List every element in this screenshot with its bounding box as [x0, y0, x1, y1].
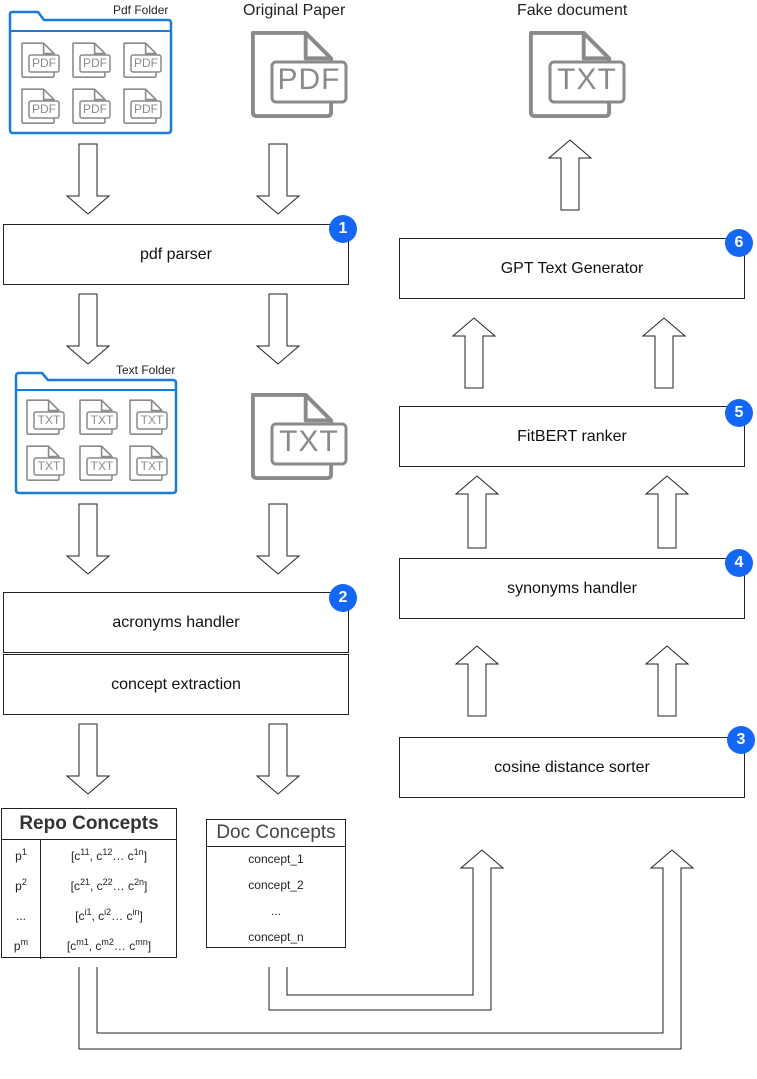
repo-concepts-divider: [40, 839, 41, 959]
text-paper-txt-icon: [253, 395, 348, 478]
text-folder-files: [26, 399, 168, 481]
fitbert-ranker-label: FitBERT ranker: [517, 427, 627, 445]
mini-file-label: TXT: [140, 459, 164, 473]
mini-file-label: PDF: [32, 56, 56, 70]
original-paper-pdf-icon: [253, 33, 348, 116]
gpt-text-generator-label: GPT Text Generator: [500, 259, 644, 277]
repo-concepts-paper-id: pm: [13, 937, 29, 954]
mini-file-tag: [33, 411, 65, 430]
mini-file-tag: [130, 54, 162, 73]
arrow-up: [451, 317, 497, 389]
repo-concepts-paper-id: p2: [15, 877, 27, 894]
mini-file-label: PDF: [83, 56, 107, 70]
mini-file-label: PDF: [32, 102, 56, 116]
arrow-up: [644, 645, 690, 717]
pdf-parser-label: pdf parser: [139, 245, 213, 263]
doc-concepts-item: concept_1: [248, 852, 304, 866]
flow-arrows: [65, 139, 690, 795]
repo-concepts-row: p2 [c21, c22… c2n]: [2, 871, 178, 901]
arrow-down: [255, 723, 301, 795]
mini-file-label: PDF: [134, 56, 158, 70]
mini-file-label: PDF: [83, 102, 107, 116]
arrow-up: [547, 139, 593, 211]
mini-file-tag: [136, 457, 168, 476]
mini-file-label: TXT: [90, 459, 114, 473]
pdf-folder-caption: Pdf Folder: [113, 3, 169, 17]
concept-extraction-label: concept extraction: [111, 675, 241, 693]
arrow-up: [641, 317, 687, 389]
mini-file-label: TXT: [37, 459, 61, 473]
cosine-distance-sorter-box: cosine distance sorter: [399, 737, 745, 798]
mini-file-tag: [28, 100, 60, 119]
repo-concepts-vector: [c21, c22… c2n]: [70, 877, 148, 894]
mini-file-tag: [86, 457, 118, 476]
step-badge-5: 5: [725, 399, 753, 427]
mini-file-tag: [86, 411, 118, 430]
repo-concepts-row: ... [ci1, ci2… cin]: [2, 901, 178, 931]
arrow-down: [65, 293, 111, 365]
step-badge-4: 4: [725, 549, 753, 577]
mini-file-label: PDF: [134, 102, 158, 116]
fake-document-caption: Fake document: [517, 2, 628, 19]
synonyms-handler-box: synonyms handler: [399, 558, 745, 619]
acronyms-handler-label: acronyms handler: [112, 613, 240, 631]
step-badge-3: 3: [727, 726, 755, 754]
pdf-parser-box: pdf parser: [3, 224, 349, 285]
arrow-up: [454, 475, 500, 549]
text-folder-caption: Text Folder: [116, 363, 176, 377]
repo-concepts-vector: [c11, c12… c1n]: [70, 847, 148, 864]
mini-file-tag: [79, 54, 111, 73]
cosine-distance-sorter-label: cosine distance sorter: [494, 758, 650, 776]
arrow-down: [65, 503, 111, 575]
fake-document-txt-label: TXT: [557, 63, 617, 96]
doc-concepts-table: Doc Concepts concept_1 concept_2... concep…: [206, 819, 346, 948]
mini-file-tag: [136, 411, 168, 430]
arrow-down: [255, 143, 301, 215]
fake-document-txt-icon: [531, 33, 626, 116]
mini-file-label: TXT: [140, 413, 164, 427]
doc-concepts-title: Doc Concepts: [207, 820, 345, 847]
mini-file-label: TXT: [37, 413, 61, 427]
repo-concepts-vector: [cm1, cm2… cmn]: [66, 937, 152, 954]
mini-file-tag: [79, 100, 111, 119]
repo-concepts-paper-id: ...: [15, 909, 26, 923]
repo-concepts-table: Repo Concepts p1 [c11, c12… c1n] p2 [c21, c…: [1, 808, 178, 961]
mini-file-label: TXT: [90, 413, 114, 427]
repo-concepts-paper-id: p1: [15, 847, 27, 864]
pdf-folder-files: [21, 42, 162, 124]
arrow-up: [644, 475, 690, 549]
mini-file-tag: [130, 100, 162, 119]
mini-file-tag: [28, 54, 60, 73]
original-paper-pdf-label: PDF: [277, 63, 341, 96]
repo-concepts-row: pm [cm1, cm2… cmn]: [2, 931, 178, 961]
doc-concepts-item: ...: [270, 904, 281, 918]
arrow-down: [255, 293, 301, 365]
arrow-down: [255, 503, 301, 575]
doc-concepts-item: concept_n: [248, 930, 304, 944]
doc-concepts-item: concept_2: [248, 878, 304, 892]
concept-extraction-box: concept extraction: [3, 654, 349, 715]
synonyms-handler-label: synonyms handler: [507, 579, 637, 597]
text-paper-txt-label: TXT: [279, 425, 339, 458]
repo-concepts-title: Repo Concepts: [2, 809, 176, 840]
doc-concepts-connector-arrow: [268, 849, 505, 1011]
arrow-up: [454, 645, 500, 717]
fitbert-ranker-box: FitBERT ranker: [399, 406, 745, 467]
step-badge-1: 1: [329, 215, 357, 243]
gpt-text-generator-box: GPT Text Generator: [399, 238, 745, 299]
step-badge-2: 2: [329, 584, 357, 612]
original-paper-caption: Original Paper: [243, 2, 346, 19]
arrow-down: [65, 143, 111, 215]
arrow-down: [65, 723, 111, 795]
acronyms-handler-box: acronyms handler: [3, 592, 349, 653]
repo-concepts-row: p1 [c11, c12… c1n]: [2, 841, 178, 871]
repo-concepts-vector: [ci1, ci2… cin]: [75, 907, 143, 924]
step-badge-6: 6: [725, 229, 753, 257]
mini-file-tag: [33, 457, 65, 476]
repo-concepts-connector-arrow: [78, 849, 695, 1050]
